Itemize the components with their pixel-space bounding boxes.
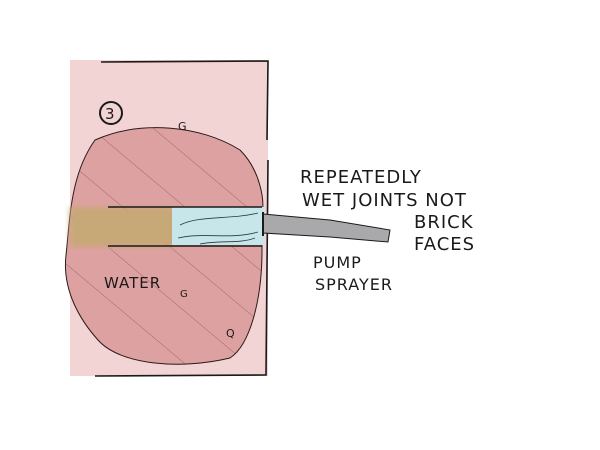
texture-mark: G (178, 120, 188, 133)
tool-label-2: SPRAYER (315, 275, 393, 294)
note-line-3: BRICK (414, 212, 474, 233)
water-label: WATER (104, 274, 161, 292)
spray-lines (177, 212, 259, 245)
step-circle (99, 101, 123, 125)
spray-mist (172, 207, 264, 245)
mortar-joint (70, 207, 180, 247)
step-number: 3 (105, 105, 116, 123)
tool-label-1: PUMP (313, 253, 362, 272)
note-line-4: FACES (414, 234, 475, 255)
note-line-2: WET JOINTS NOT (302, 190, 467, 211)
note-line-1: REPEATEDLY (300, 167, 422, 188)
pump-sprayer (262, 213, 391, 243)
texture-mark: G (180, 289, 189, 300)
texture-mark: Q (226, 327, 236, 340)
